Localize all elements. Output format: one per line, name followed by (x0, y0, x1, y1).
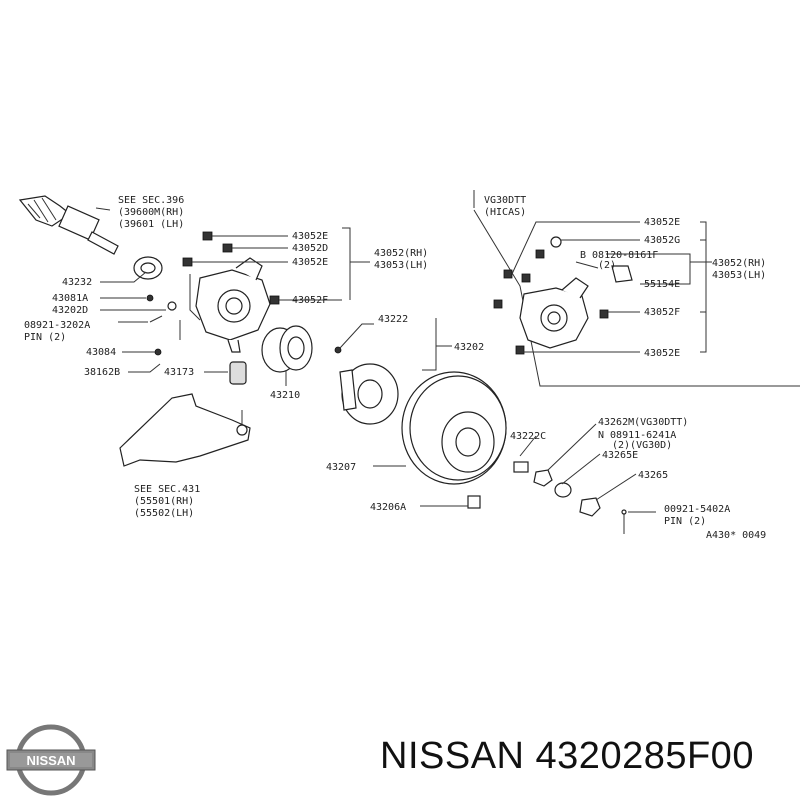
label-55502: (55502(LH) (134, 508, 194, 519)
label-43202: 43202 (454, 342, 484, 353)
bush-43173 (229, 361, 247, 385)
label-pin2-b: PIN (2) (664, 516, 706, 527)
label-see-sec-396: SEE SEC.396 (118, 195, 184, 206)
figure-code: A430* 0049 (706, 530, 766, 541)
leader-lines-right (511, 221, 712, 353)
label-08921-3202a: 08921-3202A (24, 320, 90, 331)
hicas-frame (473, 190, 800, 387)
label-43265e: 43265E (602, 450, 638, 461)
label-08120-8161f: B 08120-8161F (580, 250, 658, 261)
nut-group (513, 461, 627, 534)
label-43222: 43222 (378, 314, 408, 325)
labels-nuts: 43222C 43262M(VG30DTT) N 08911-6241A (2)… (510, 417, 766, 541)
lower-arm (119, 393, 251, 467)
label-see-sec-431: SEE SEC.431 (134, 484, 200, 495)
bearing-43210 (261, 325, 313, 373)
label-43052rh: 43052(RH) (374, 248, 428, 259)
seal-43232 (133, 256, 163, 280)
label-hicas: (HICAS) (484, 207, 526, 218)
see-sec-396-callout: SEE SEC.396 (39600M(RH) (39601 (LH) (118, 195, 184, 230)
label-43262m: 43262M(VG30DTT) (598, 417, 688, 428)
leader-lines-left (100, 227, 656, 513)
label-43206a: 43206A (370, 502, 406, 513)
label-43052e-a: 43052E (292, 231, 328, 242)
label-39600m: (39600M(RH) (118, 207, 184, 218)
labels-right: VG30DTT (HICAS) 43052E 43052G B 08120-81… (484, 195, 766, 359)
label-43265: 43265 (638, 470, 668, 481)
drive-shaft (18, 195, 119, 255)
label-43202d: 43202D (52, 305, 88, 316)
label-pin2-a: PIN (2) (24, 332, 66, 343)
product-title: NISSAN 4320285F00 (380, 735, 754, 777)
label-39601: (39601 (LH) (118, 219, 184, 230)
label-55501: (55501(RH) (134, 496, 194, 507)
label-43084: 43084 (86, 347, 116, 358)
rotor-43207 (401, 371, 507, 509)
label-43052e-d: 43052E (644, 348, 680, 359)
nissan-logo: NISSAN (6, 724, 96, 796)
label-43053lh: 43053(LH) (374, 260, 428, 271)
knuckle-right (493, 236, 633, 355)
label-43232: 43232 (62, 277, 92, 288)
label-43053lh-b: 43053(LH) (712, 270, 766, 281)
label-43052e-c: 43052E (644, 217, 680, 228)
label-55154e: 55154E (644, 279, 680, 290)
nissan-logo-text: NISSAN (26, 753, 75, 768)
hub-43202 (334, 346, 399, 425)
label-00921-5402a: 00921-5402A (664, 504, 730, 515)
label-vg30dtt: VG30DTT (484, 195, 526, 206)
label-2-small: (2) (598, 260, 616, 271)
label-43207: 43207 (326, 462, 356, 473)
label-43052e-b: 43052E (292, 257, 328, 268)
knuckle-left (195, 257, 271, 353)
label-43052rh-b: 43052(RH) (712, 258, 766, 269)
label-2-vg30d: (2)(VG30D) (612, 440, 672, 451)
label-43173: 43173 (164, 367, 194, 378)
label-43222c: 43222C (510, 431, 546, 442)
label-43052d: 43052D (292, 243, 328, 254)
label-43081a: 43081A (52, 293, 88, 304)
label-43052g: 43052G (644, 235, 680, 246)
label-43210: 43210 (270, 390, 300, 401)
label-43052f-b: 43052F (644, 307, 680, 318)
label-43052f-a: 43052F (292, 295, 328, 306)
labels-left: 43052E 43052D 43052E 43052(RH) 43053(LH)… (24, 231, 484, 519)
label-38162b: 38162B (84, 367, 120, 378)
label-08911-6241a: N 08911-6241A (598, 430, 676, 441)
